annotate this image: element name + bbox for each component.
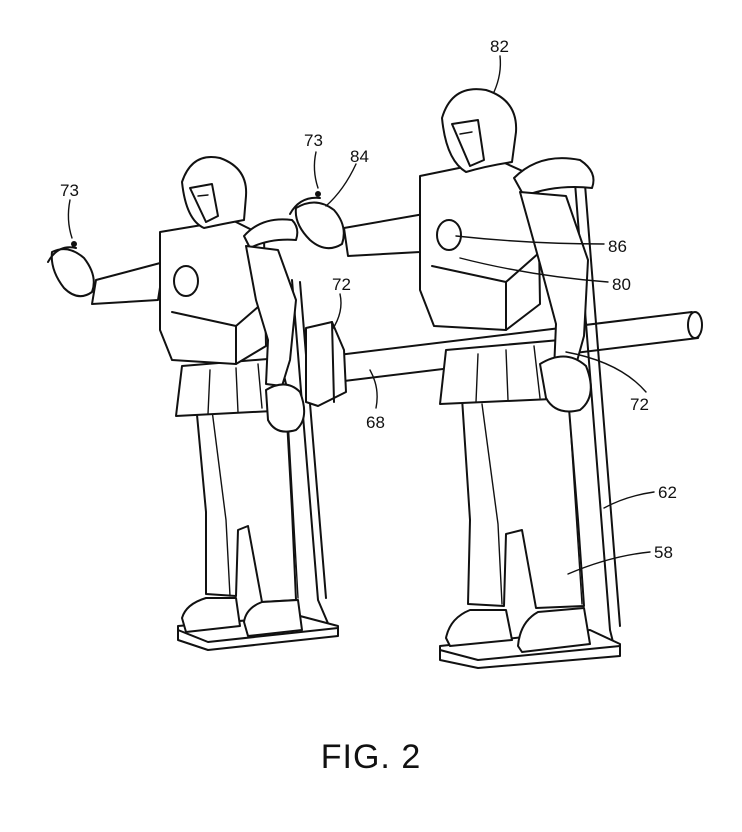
figure-caption: FIG. 2 (321, 738, 421, 776)
left-arm (91, 261, 165, 305)
label-73-left: 73 (60, 181, 79, 200)
label-72-left: 72 (332, 275, 351, 294)
label-84: 84 (350, 147, 369, 166)
reference-labels: 73 73 82 84 86 80 72 72 68 62 58 (60, 37, 677, 562)
label-68: 68 (366, 413, 385, 432)
left-figure (47, 156, 347, 651)
right-arm (343, 213, 425, 257)
left-controller (265, 383, 306, 433)
right-figure (289, 88, 621, 669)
right-boot-back (445, 609, 513, 647)
right-controller (539, 355, 592, 413)
label-58: 58 (654, 543, 673, 562)
left-boot-back (181, 597, 241, 633)
left-mount-block (305, 321, 347, 407)
right-hand (294, 201, 345, 250)
left-chest-light (173, 265, 199, 297)
right-boot-front (517, 607, 591, 653)
left-hand (50, 248, 95, 298)
right-chest-light (436, 219, 462, 251)
left-back-frame (291, 279, 331, 629)
label-62: 62 (658, 483, 677, 502)
left-shoulder (243, 218, 299, 249)
left-chest (159, 219, 267, 365)
right-shoulder (513, 157, 595, 197)
left-legs (195, 401, 297, 603)
leader-lines (67, 55, 655, 575)
label-82: 82 (490, 37, 509, 56)
label-86: 86 (608, 237, 627, 256)
label-73-right: 73 (304, 131, 323, 150)
label-72-right: 72 (630, 395, 649, 414)
left-boot-front (243, 599, 303, 637)
right-legs (461, 395, 585, 609)
label-80: 80 (612, 275, 631, 294)
